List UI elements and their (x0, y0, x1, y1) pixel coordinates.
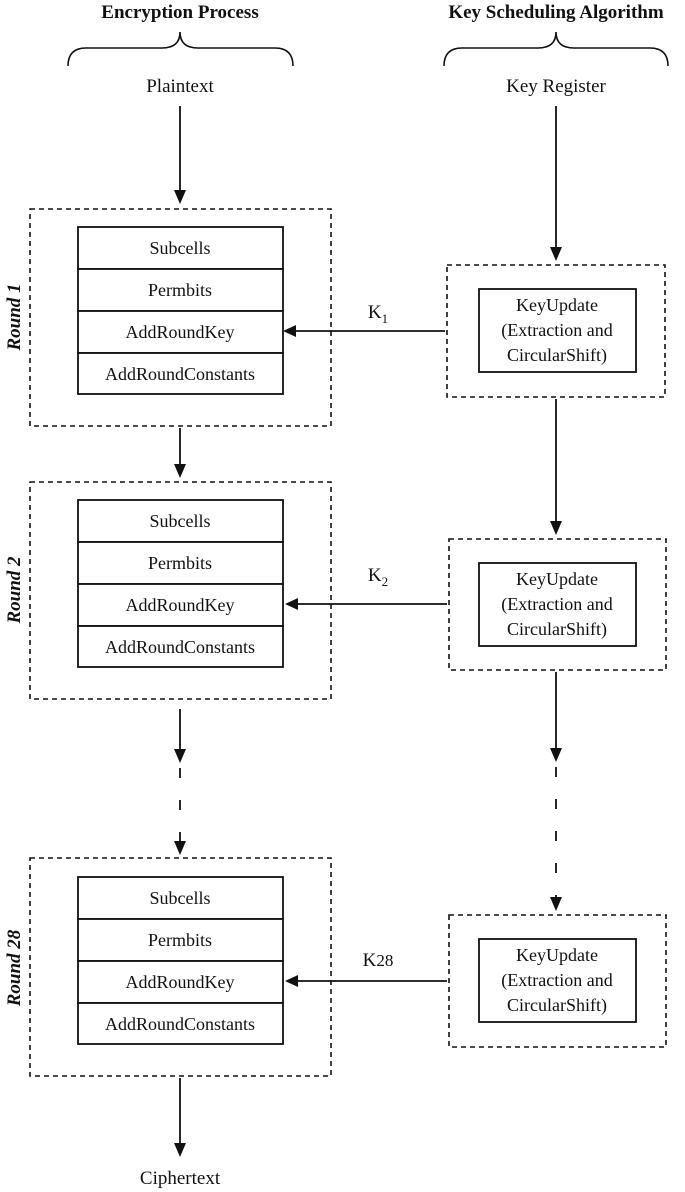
round-2-keyupdate-line2: (Extraction and (501, 594, 612, 615)
round-2-keyupdate-line1: KeyUpdate (516, 569, 598, 589)
update-1-to-update-2-arrowhead (550, 521, 562, 535)
key-register-to-update-1-arrowhead (550, 247, 562, 261)
round-1-key-sub: 1 (382, 311, 389, 326)
ellipsis-to-round-28-arrowhead (174, 841, 186, 855)
round-1-key-label: K1 (368, 302, 388, 326)
round-2-permbits-text: Permbits (148, 553, 212, 573)
round-28-label: Round 28 (4, 929, 25, 1007)
key-register-label: Key Register (506, 76, 606, 97)
round-2-step-addroundconstants (77, 625, 284, 668)
round-2-subcells-text: Subcells (150, 511, 211, 531)
plaintext-to-round-1-arrowhead (174, 190, 186, 204)
round-28-step-addroundkey (77, 960, 284, 1004)
round-2-key-label: K2 (368, 565, 388, 589)
round-28-permbits-text: Permbits (148, 930, 212, 950)
round-2-frame (29, 481, 332, 700)
round-28-keyupdate-line2: (Extraction and (501, 970, 612, 991)
round-2: Round 2 Subcells Permbits AddRoundKey Ad… (4, 481, 667, 700)
round-28-key-sub: 28 (376, 951, 393, 970)
plaintext-label: Plaintext (146, 76, 214, 97)
round-28-keyupdate-line3: CircularShift) (507, 995, 607, 1016)
round-28-frame (29, 857, 332, 1077)
round-28-addroundkey-text: AddRoundKey (126, 972, 235, 992)
round-28-keyupdate-box (478, 938, 637, 1023)
key-scheduling-header: Key Scheduling Algorithm (448, 2, 664, 23)
round-28-to-ciphertext-arrowhead (174, 1143, 186, 1157)
round-2-keyupdate-box (478, 562, 637, 647)
round-1-permbits-text: Permbits (148, 280, 212, 300)
round-1-keyupdate-line1: KeyUpdate (516, 295, 598, 315)
round-1: Round 1 Subcells Permbits AddRoundKey Ad… (4, 208, 666, 427)
round-28-step-addroundconstants (77, 1002, 284, 1045)
round-1-label: Round 1 (4, 283, 25, 351)
right-brace (443, 31, 669, 67)
round-1-keyupdate-line2: (Extraction and (501, 320, 612, 341)
round-28-subcells-text: Subcells (150, 888, 211, 908)
round-1-key-arrowhead (283, 325, 296, 337)
round-1-addroundkey-text: AddRoundKey (126, 322, 235, 342)
round-2-keyupdate-frame (448, 538, 667, 671)
round-2-addroundkey-text: AddRoundKey (126, 595, 235, 615)
round-28-step-subcells (77, 876, 284, 920)
round-1-key-base: K (368, 302, 382, 323)
round-1-keyupdate-frame (446, 264, 666, 398)
round-1-frame (29, 208, 332, 427)
round-1-keyupdate-line3: CircularShift) (507, 345, 607, 366)
round-28-addroundconstants-text: AddRoundConstants (105, 1014, 255, 1034)
ellipsis-to-update-28-arrowhead (550, 897, 562, 911)
round-2-step-permbits (77, 541, 284, 585)
round-28-key-arrowhead (285, 975, 298, 987)
round-1-step-addroundconstants (77, 352, 284, 395)
encryption-process-header: Encryption Process (101, 2, 258, 23)
round-2-key-arrowhead (285, 598, 298, 610)
round-2-key-sub: 2 (382, 574, 389, 589)
round-1-keyupdate-box (478, 288, 637, 373)
round-1-subcells-text: Subcells (150, 238, 211, 258)
round-2-to-ellipsis-arrowhead (174, 749, 186, 763)
round-28-key-base: K (363, 950, 377, 971)
ciphertext-label: Ciphertext (140, 1168, 221, 1189)
round-2-label: Round 2 (4, 556, 25, 625)
round-28-key-label: K28 (363, 950, 394, 971)
round-2-keyupdate-line3: CircularShift) (507, 619, 607, 640)
round-28-keyupdate-frame (448, 914, 667, 1048)
round-28-keyupdate-line1: KeyUpdate (516, 945, 598, 965)
left-brace (67, 31, 294, 67)
round-1-step-permbits (77, 268, 284, 312)
round-1-addroundconstants-text: AddRoundConstants (105, 364, 255, 384)
round-28-step-permbits (77, 918, 284, 962)
round-28: Round 28 Subcells Permbits AddRoundKey A… (4, 857, 667, 1077)
update-2-to-ellipsis-arrowhead (550, 748, 562, 762)
round-2-key-base: K (368, 565, 382, 586)
round-2-addroundconstants-text: AddRoundConstants (105, 637, 255, 657)
round-1-to-round-2-arrowhead (174, 464, 186, 478)
